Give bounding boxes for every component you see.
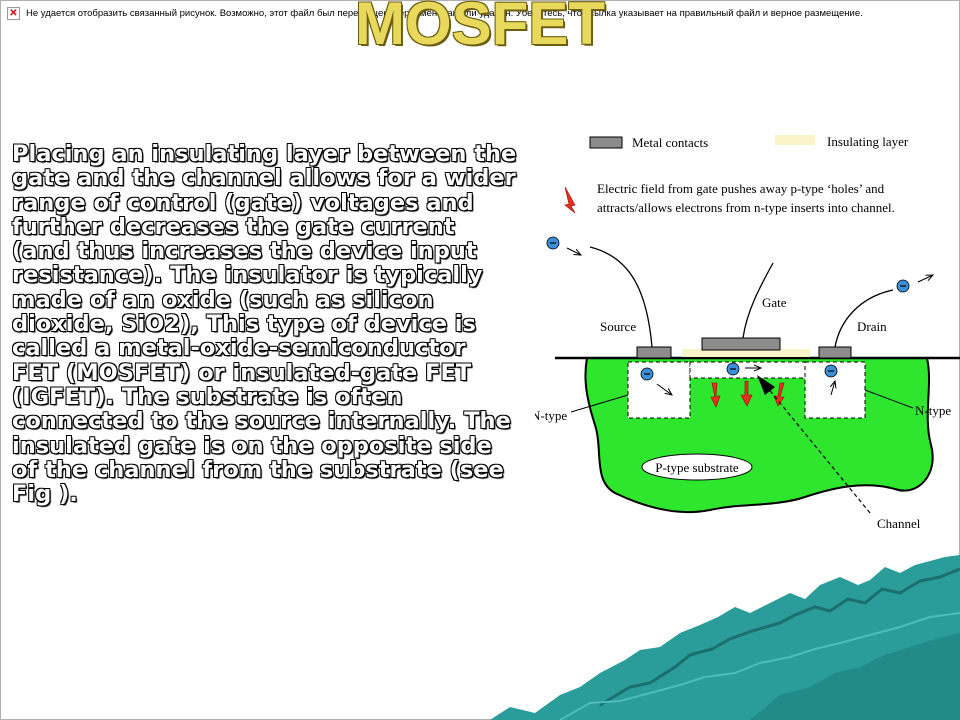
electron-icon — [546, 236, 560, 250]
mountain-ridge — [559, 612, 960, 720]
field-arrow-icon — [773, 382, 785, 407]
gate-label: Gate — [762, 295, 787, 310]
source-label: Source — [600, 319, 636, 334]
broken-image-icon: ✕ — [7, 7, 20, 20]
n-type-left-label: N-type — [535, 408, 567, 423]
broken-image-notice: Не удается отобразить связанный рисунок.… — [26, 8, 863, 19]
n-type-right-leader — [864, 389, 914, 409]
electron-arrow — [917, 275, 933, 283]
gate-wire — [742, 262, 774, 339]
broken-image-bar: ✕ Не удается отобразить связанный рисуно… — [7, 7, 863, 20]
legend-insulating-label: Insulating layer — [827, 134, 909, 149]
substrate-label: P-type substrate — [655, 460, 739, 475]
electron-icon — [640, 367, 654, 381]
n-type-right-label: N-type — [915, 403, 951, 418]
electron-icon — [824, 364, 838, 378]
channel-label: Channel — [877, 516, 921, 531]
legend-metal-swatch — [589, 136, 623, 149]
legend-metal-label: Metal contacts — [632, 135, 708, 150]
legend-insulating-swatch — [775, 135, 815, 145]
n-type-left-region — [627, 361, 691, 419]
mountain-decoration — [490, 555, 960, 720]
drain-label: Drain — [857, 319, 887, 334]
insulating-layer — [682, 349, 810, 357]
mountain-shadow — [750, 633, 960, 720]
field-arrow-icon — [740, 380, 753, 407]
channel-pointer — [766, 386, 871, 514]
channel-region — [689, 361, 806, 379]
electron-arrow — [831, 381, 835, 396]
legend-field-line2: attracts/allows electrons from n-type in… — [597, 200, 895, 215]
source-contact — [636, 346, 672, 359]
electron-arrow — [566, 247, 581, 255]
electron-icon — [726, 362, 740, 376]
source-wire — [589, 246, 653, 348]
slide-title: MOSFET — [355, 0, 605, 57]
electron-arrow — [656, 383, 672, 395]
n-type-left-leader — [570, 394, 629, 413]
gate-contact — [701, 337, 781, 351]
electron-icon — [896, 279, 910, 293]
legend-field-line1: Electric field from gate pushes away p-t… — [597, 181, 885, 196]
mountain-ridge — [599, 567, 960, 707]
drain-wire — [834, 289, 894, 348]
field-arrow-icon — [710, 382, 721, 408]
body-paragraph: Placing an insulating layer between the … — [12, 141, 517, 508]
drain-contact — [818, 346, 852, 359]
mosfet-diagram: Metal contacts Insulating layer Electric… — [535, 134, 960, 531]
channel-pointer-head — [757, 375, 775, 395]
legend-field-arrow-icon — [564, 186, 576, 214]
substrate-label-ellipse — [641, 453, 753, 481]
